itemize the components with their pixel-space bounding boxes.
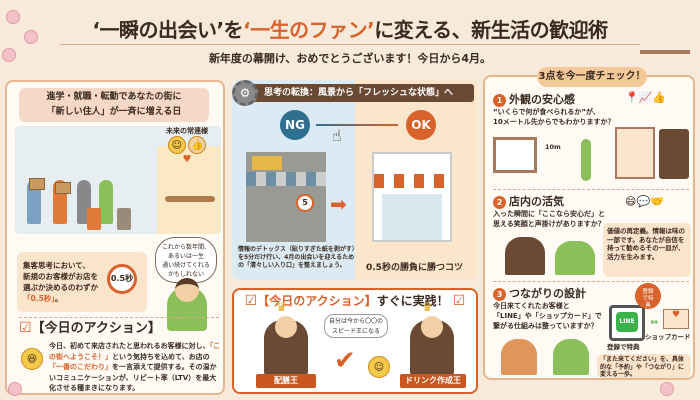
detox-caption: 情報のデトックス（貼りすぎた紙を剥がす）を5分だけ行い、4月の出会いを迎えるため… (238, 246, 358, 269)
line-app-icon: LINE (616, 312, 638, 332)
thought-bubble: これから数年間、あるいは一生通い続けてくれるかもしれない (155, 237, 217, 283)
divider (493, 281, 689, 282)
checklist-tag: 3点を今一度チェック！ (537, 67, 647, 87)
mindset-shift-panel: 思考の転換：風景から「フレッシュな状態」へ ⚙ NG ☝ OK 5 ➡ 情報のデ… (232, 80, 478, 280)
thumbs-up-icon: 👍 (188, 136, 207, 154)
laughing-face-icon: 😆 (21, 348, 43, 370)
customer-illustration (555, 241, 595, 275)
signup-perk-badge: 登録で特典 (635, 283, 661, 309)
fresh-shop-illustration (372, 152, 452, 242)
arrow-icon (316, 124, 398, 126)
person-illustration (581, 139, 591, 181)
new-residents-panel: 進学・就職・転勤であなたの街に「新しい住人」が一斉に増える日 未来の常連様 ☺ … (5, 80, 225, 395)
location-chart-thumbs-icons: 📍📈👍 (625, 91, 667, 104)
shop-card-caption: ショップカード (645, 333, 691, 341)
phone-illustration: LINE (609, 305, 645, 341)
new-residents-illustration (15, 126, 221, 234)
speed-king-bubble: 自分は今から〇〇のスピード王になる (324, 314, 388, 338)
stopwatch-icon: 0.5秒 (107, 264, 137, 294)
half-second-stat: 集客思考において、新規のお客様がお店を選ぶか決めるのわずか 「0.5秒」。 (17, 252, 147, 312)
a-frame-sign-illustration (659, 129, 689, 179)
smile-icon: ☺ (167, 136, 186, 154)
customer-with-phone-illustration (501, 339, 537, 375)
action-heading: ☑【今日のアクション】 (19, 320, 161, 336)
serving-king-ribbon: 配膳王 (256, 374, 316, 388)
cherry-blossom-icon (24, 30, 38, 44)
man-head (175, 278, 199, 302)
half-second-tip: 0.5秒の勝負に勝つコツ (366, 263, 463, 273)
gear-icon: ⚙ (232, 80, 258, 106)
checkbox-icon: ☑ (19, 320, 32, 336)
action-text: 今日、初めて来店されたと思われるお客様に対し、「この街へようこそ！」という気持ち… (49, 342, 221, 392)
menu-board-illustration (493, 137, 537, 173)
mindset-heading: 思考の転換：風景から「フレッシュな状態」へ (246, 84, 474, 102)
divider (493, 189, 689, 190)
timer-icon: 5 (296, 194, 314, 212)
cherry-blossom-icon (660, 382, 674, 396)
crown-icon: ♛ (276, 300, 287, 314)
distance-label: 10m (545, 143, 561, 151)
staff-with-phone-illustration (553, 339, 589, 375)
ok-badge: OK (406, 110, 436, 140)
kitchen-utensils-icon (640, 14, 690, 54)
ng-badge: NG (280, 110, 310, 140)
checkbox-icon: ☑ (452, 293, 466, 309)
checkbox-icon: ☑ (244, 293, 258, 309)
cluttered-shop-illustration: 5 (246, 152, 326, 242)
drink-king-ribbon: ドリンク作成王 (400, 374, 466, 388)
divider (19, 317, 219, 318)
smile-chat-handshake-icons: 😄💬🤝 (625, 195, 664, 208)
action-now-heading: ☑【今日のアクション】すぐに実践！ ☑ (244, 293, 466, 309)
crown-icon: ♛ (422, 300, 433, 314)
connection-note: 「また来てください」を、具体的な「予約」や「つながり」に変える一歩。 (597, 354, 691, 378)
title-divider (60, 44, 640, 45)
drink-maker-head (421, 316, 443, 338)
line-caption: 登録で特典 (607, 343, 640, 351)
exchange-arrow-icon: ⇔ (650, 317, 659, 328)
right-arrow-icon: ➡ (330, 192, 347, 216)
server-head (275, 316, 297, 338)
shop-card-icon: ♥ (663, 309, 689, 329)
value-redefinition-note: 価値の再定義。情報は味の一部です。あなたが自信を持って勧めるその一皿が、活力を生… (603, 223, 691, 277)
smile-icon: ☺ (368, 356, 390, 378)
action-now-panel: ☑【今日のアクション】すぐに実践！ ☑ 自分は今から〇〇のスピード王になる ♛ … (232, 288, 478, 394)
checkmark-icon: ✔ (334, 346, 356, 376)
cherry-blossom-icon (2, 48, 16, 62)
future-regulars-label: 未来の常連様 ☺ 👍 ♥ (157, 126, 217, 165)
staff-illustration (505, 237, 545, 275)
page-title: ‘一瞬の出会い’を‘一生のファン’に変える、新生活の歓迎術 (92, 18, 608, 42)
food-photo-illustration (615, 127, 655, 179)
cherry-blossom-icon (8, 382, 22, 396)
pointing-hand-icon: ☝ (332, 126, 342, 145)
cherry-blossom-icon (6, 10, 20, 24)
heart-icon: ♥ (182, 154, 192, 165)
subtitle: 新年度の幕開け、おめでとうございます！今日から4月。 (208, 52, 492, 65)
left-heading: 進学・就職・転勤であなたの街に「新しい住人」が一斉に増える日 (19, 88, 209, 122)
